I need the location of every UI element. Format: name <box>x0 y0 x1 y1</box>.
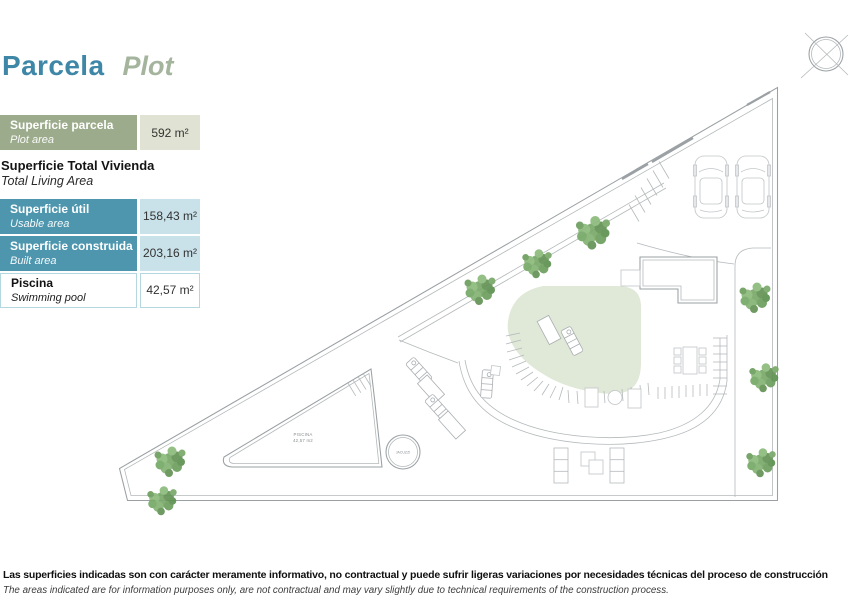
pool: PISCINA 42,57 m2 <box>222 368 383 468</box>
table-row-usable-area: Superficie útil Usable area 158,43 m² <box>0 198 200 234</box>
title-spanish: Parcela <box>2 50 105 81</box>
jacuzzi-label: JACUZZI <box>396 451 410 455</box>
section-title-en: Total Living Area <box>1 174 94 189</box>
jacuzzi: JACUZZI <box>385 434 421 470</box>
table-row-built-area: Superficie construida Built area 203,16 … <box>0 235 200 271</box>
label-en: Built area <box>10 254 57 267</box>
disclaimer-spanish: Las superficies indicadas son con caráct… <box>3 569 828 581</box>
disclaimer-english: The areas indicated are for information … <box>3 585 669 596</box>
tree-icon <box>464 274 496 305</box>
label-es: Superficie útil <box>10 201 90 216</box>
disclaimer: Las superficies indicadas son con caráct… <box>3 569 849 596</box>
label-es: Superficie parcela <box>10 118 114 133</box>
swimming-pool-label: Piscina Swimming pool <box>0 272 137 308</box>
areas-table: Superficie parcela Plot area 592 m² Supe… <box>0 115 200 310</box>
tree-icon <box>749 363 779 393</box>
boundary-wall-segment <box>621 163 649 180</box>
usable-area-value: 158,43 m² <box>140 198 200 234</box>
pool-steps <box>347 373 372 397</box>
label-es: Piscina <box>11 275 54 290</box>
tree-icon <box>147 486 177 516</box>
round-table-set <box>584 387 642 409</box>
usable-area-label: Superficie útil Usable area <box>0 198 137 234</box>
boundary-wall-segment <box>746 91 771 106</box>
sofa <box>553 447 569 484</box>
dining-set <box>673 346 707 375</box>
label-en: Usable area <box>10 217 70 230</box>
garden-bed-edge <box>636 242 771 497</box>
table-row-swimming-pool: Piscina Swimming pool 42,57 m² <box>0 272 200 308</box>
plot-area-value: 592 m² <box>140 115 200 150</box>
table-row-plot-area: Superficie parcela Plot area 592 m² <box>0 115 200 150</box>
built-area-label: Superficie construida Built area <box>0 235 137 271</box>
pool-label: PISCINA <box>294 432 313 437</box>
tree-icon <box>154 446 186 477</box>
tree-icon <box>746 448 776 478</box>
sun-loungers <box>405 315 584 440</box>
side-table <box>588 459 604 475</box>
plot-boundary <box>118 86 779 502</box>
section-title-es: Superficie Total Vivienda <box>1 158 155 173</box>
parking-cars <box>693 155 771 219</box>
terrace-outline <box>458 335 728 445</box>
tree-icon <box>575 216 611 250</box>
car-icon <box>735 155 771 219</box>
pool-area-label: 42,57 m2 <box>293 438 313 443</box>
label-en: Swimming pool <box>11 291 86 304</box>
label-en: Plot area <box>10 133 55 146</box>
sofa <box>609 447 625 484</box>
compass-icon <box>800 32 849 79</box>
section-header: Superficie Total Vivienda Total Living A… <box>1 158 200 190</box>
title-english: Plot <box>122 51 174 81</box>
tree-icon <box>739 282 771 313</box>
car-icon <box>693 155 729 219</box>
page-title: Parcela Plot <box>2 50 173 82</box>
boundary-wall-segment <box>651 137 694 163</box>
tree-icon <box>522 249 552 279</box>
swimming-pool-value: 42,57 m² <box>140 272 200 308</box>
plot-area-label: Superficie parcela Plot area <box>0 115 137 150</box>
side-table <box>489 364 502 377</box>
label-es: Superficie construida <box>10 238 133 253</box>
steps <box>628 161 670 222</box>
built-area-value: 203,16 m² <box>140 235 200 271</box>
plan-label-box <box>620 269 641 287</box>
house-footprint <box>620 256 718 304</box>
lounge-furniture <box>553 447 625 484</box>
